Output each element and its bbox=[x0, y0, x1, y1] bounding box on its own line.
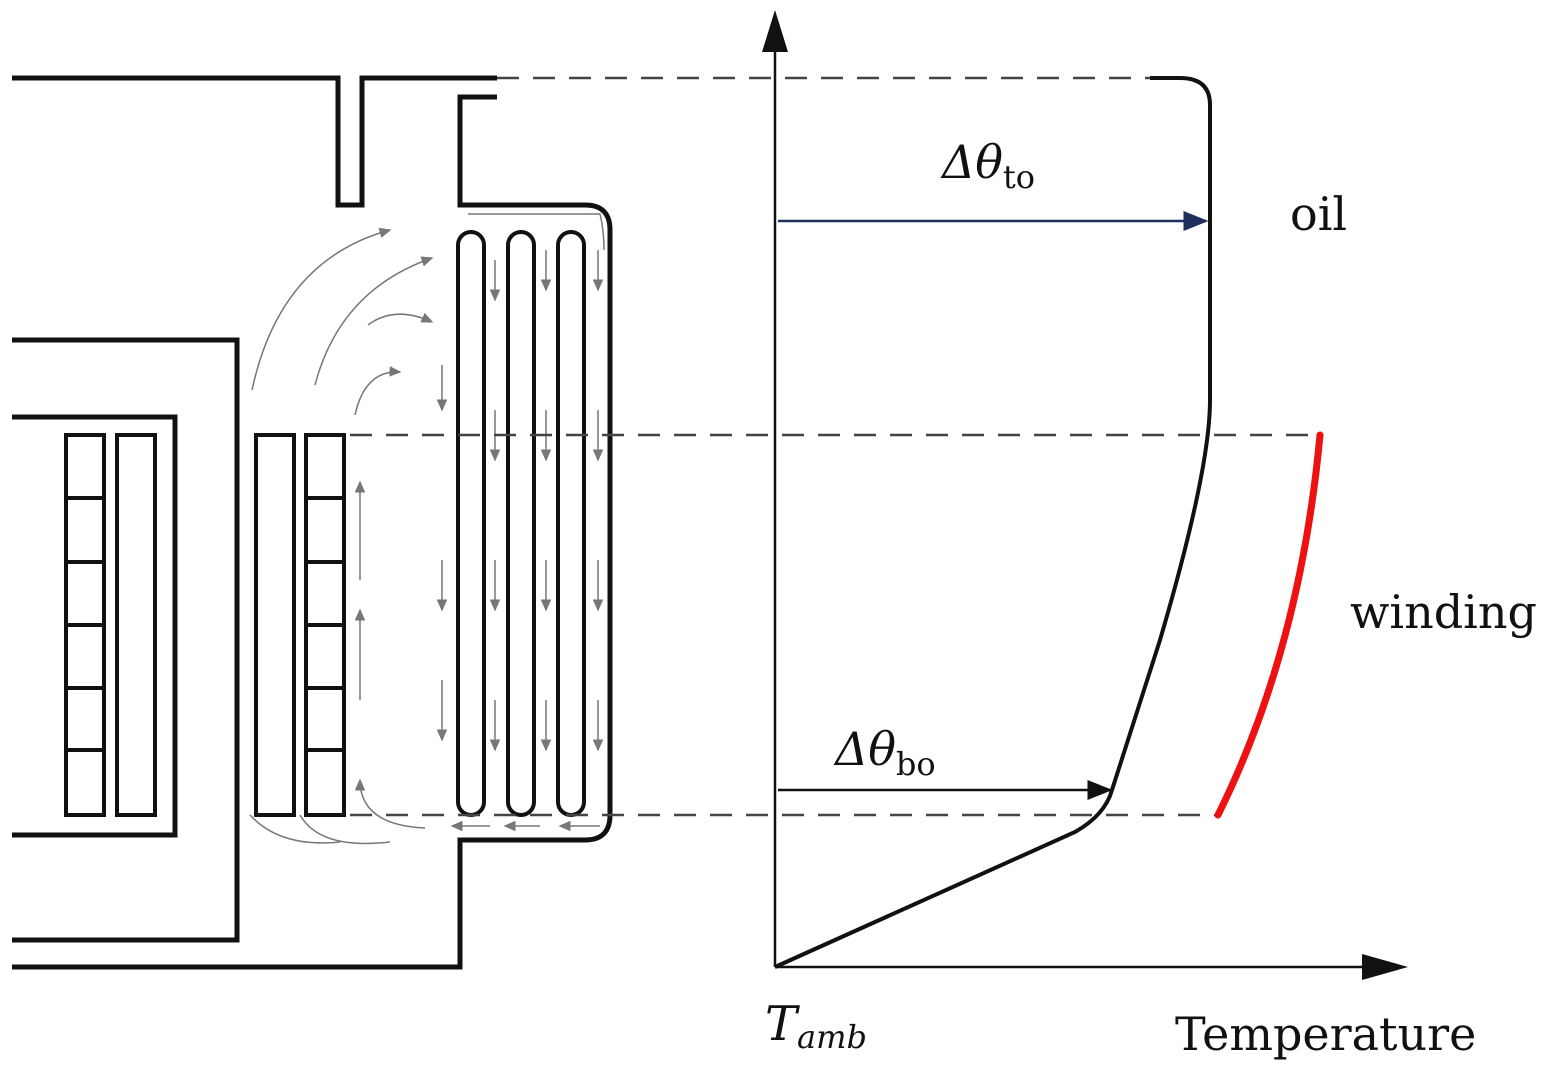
ambient-temperature-label: Tamb bbox=[765, 996, 867, 1056]
oil-flow-arrows bbox=[249, 213, 605, 845]
outer-winding bbox=[254, 433, 346, 817]
inner-winding bbox=[64, 433, 157, 817]
vertical-axis-arrowhead bbox=[762, 10, 788, 52]
temperature-axis-label: Temperature bbox=[1175, 1007, 1476, 1061]
axes bbox=[762, 10, 1408, 980]
radiator-fins bbox=[456, 230, 586, 817]
level-lines bbox=[350, 76, 1320, 817]
top-oil-rise-label: Δθto bbox=[940, 135, 1035, 196]
oil-label: oil bbox=[1290, 187, 1347, 241]
bottom-oil-rise-label: Δθbo bbox=[833, 722, 936, 783]
winding-temperature-curve bbox=[1214, 431, 1324, 819]
transformer-core bbox=[12, 337, 240, 943]
temperature-axis-arrowhead bbox=[1362, 954, 1408, 980]
oil-temperature-curve bbox=[774, 76, 1212, 969]
winding-label: winding bbox=[1350, 585, 1537, 639]
transformer-tank bbox=[12, 75, 613, 970]
